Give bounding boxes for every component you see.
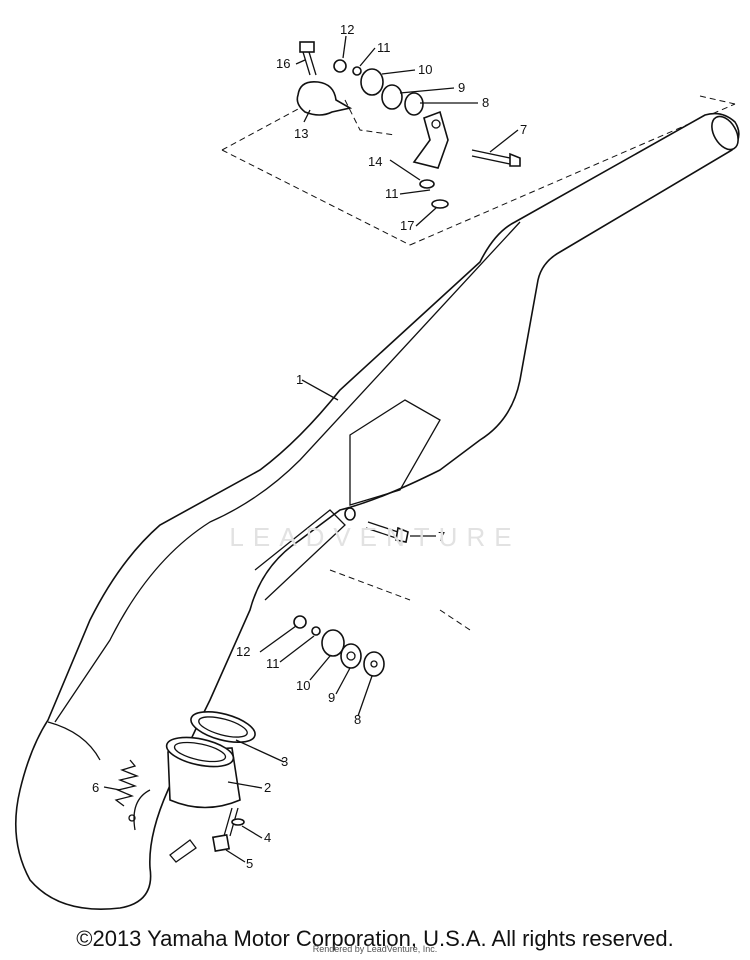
callout-17: 17 <box>400 218 414 233</box>
callout-13: 13 <box>294 126 308 141</box>
callout-9-lower: 9 <box>328 690 335 705</box>
callout-4: 4 <box>264 830 271 845</box>
lower-mount-hardware <box>293 615 385 677</box>
hook-stay <box>169 839 197 863</box>
callout-1: 1 <box>296 372 303 387</box>
upper-mount-assembly <box>296 41 521 209</box>
callout-12-lower: 12 <box>236 644 250 659</box>
leader-lines <box>103 35 519 863</box>
callout-7-middle: 7 <box>438 529 445 544</box>
watermark: LEADVENTURE <box>229 522 521 552</box>
callout-6: 6 <box>92 780 99 795</box>
flange-bolt <box>211 807 245 853</box>
callout-7-upper: 7 <box>520 122 527 137</box>
callout-11-upper: 11 <box>377 40 391 55</box>
callout-8-lower: 8 <box>354 712 361 727</box>
callout-11-middle: 11 <box>385 186 399 201</box>
callout-12-upper: 12 <box>340 22 354 37</box>
copyright-notice: ©2013 Yamaha Motor Corporation, U.S.A. A… <box>76 926 674 951</box>
callout-9-upper: 9 <box>458 80 465 95</box>
middle-bolt <box>344 507 409 543</box>
callout-labels: 1 2 3 4 5 6 7 7 8 8 9 9 10 10 11 11 11 1… <box>92 22 527 871</box>
assembly-guide-lines <box>221 95 736 631</box>
callout-16: 16 <box>276 56 290 71</box>
exhaust-flange <box>165 711 256 809</box>
callout-14: 14 <box>368 154 382 169</box>
callout-5: 5 <box>246 856 253 871</box>
callout-2: 2 <box>264 780 271 795</box>
rendered-by-credit: Rendered by LeadVenture, Inc. <box>312 944 438 954</box>
callout-11-lower: 11 <box>266 656 280 671</box>
callout-3: 3 <box>281 754 288 769</box>
exhaust-pipe <box>15 112 740 910</box>
callout-10-lower: 10 <box>296 678 310 693</box>
spring <box>114 759 140 822</box>
callout-8-upper: 8 <box>482 95 489 110</box>
callout-10-upper: 10 <box>418 62 432 77</box>
